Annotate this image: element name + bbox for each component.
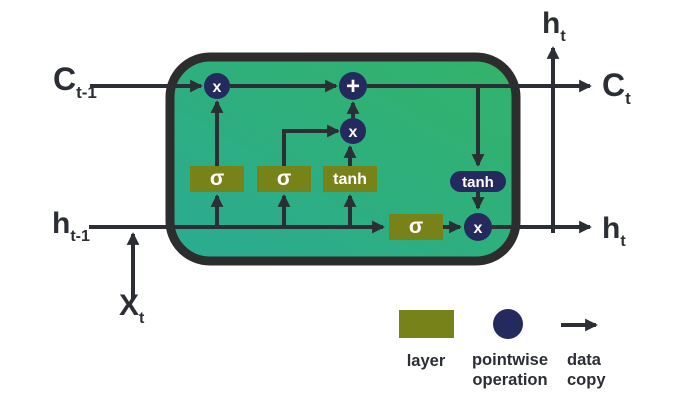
c-prev-base: C <box>53 61 76 97</box>
output-multiply-op-label: x <box>474 220 483 237</box>
h-out-right-base: h <box>602 212 620 245</box>
forget-gate-label: σ <box>210 167 224 190</box>
input-gate-layer <box>257 166 311 192</box>
legend-data-copy-label-line1: data <box>567 351 602 369</box>
input-multiply-op <box>340 118 366 144</box>
x-input-base: X <box>119 289 139 322</box>
h-out-top-sub: t <box>560 28 566 45</box>
forget-multiply-op <box>204 73 230 99</box>
add-op <box>339 72 367 100</box>
h-prev-label: ht-1 <box>52 207 90 245</box>
input-gate-elbow-arrow <box>282 124 340 166</box>
h-prev-sub: t-1 <box>70 228 90 245</box>
lstm-cell-box <box>165 52 521 266</box>
c-prev-label: Ct-1 <box>53 61 97 102</box>
legend-layer-label: layer <box>407 352 446 370</box>
h-out-top-label: ht <box>542 7 566 45</box>
h-prev-base: h <box>52 207 70 240</box>
input-gate-label: σ <box>277 167 291 190</box>
output-gate-label: σ <box>409 215 423 238</box>
forget-multiply-op-label: x <box>213 79 222 96</box>
c-out-label: Ct <box>602 67 631 108</box>
legend-pointwise-label-line2: operation <box>472 371 547 389</box>
input-multiply-op-label: x <box>349 124 358 141</box>
output-gate-layer <box>389 214 443 240</box>
legend-pointwise-swatch <box>493 309 523 339</box>
candidate-layer <box>323 166 377 192</box>
h-out-right-label: ht <box>602 212 626 250</box>
h-out-right-sub: t <box>620 233 626 250</box>
legend-data-copy-label-line2: copy <box>567 371 606 389</box>
c-out-base: C <box>602 67 625 103</box>
x-input-sub: t <box>139 310 145 327</box>
h-out-top-base: h <box>542 7 560 40</box>
c-out-sub: t <box>625 89 631 108</box>
forget-gate-layer <box>190 166 244 192</box>
legend-pointwise-label-line1: pointwise <box>472 351 548 369</box>
output-multiply-op <box>464 213 492 241</box>
candidate-layer-label: tanh <box>333 171 367 188</box>
legend-layer-swatch <box>399 310 454 338</box>
x-input-label: Xt <box>119 289 145 327</box>
c-prev-sub: t-1 <box>76 83 97 102</box>
tanh-op <box>450 171 506 192</box>
tanh-op-label: tanh <box>462 174 494 191</box>
add-op-label: + <box>346 73 360 100</box>
